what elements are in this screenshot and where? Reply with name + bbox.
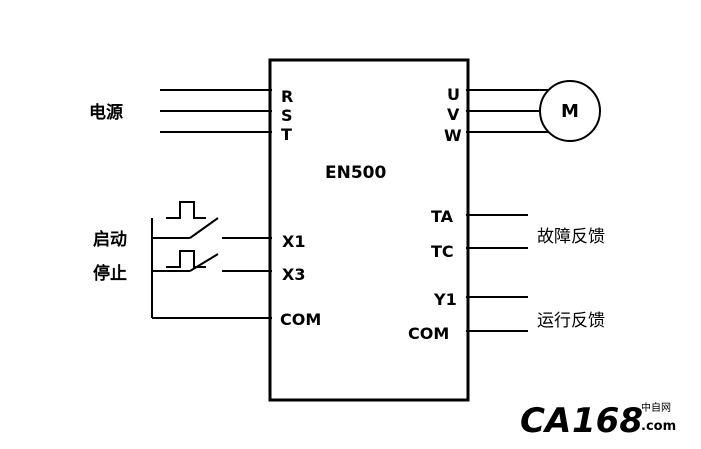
svg-text:中自网: 中自网: [641, 401, 671, 414]
terminal-x3-label: X3: [282, 265, 305, 284]
ca168-watermark-logo: CA 168 中自网 .com: [520, 401, 676, 441]
svg-text:168: 168: [572, 401, 643, 441]
svg-text:CA: CA: [520, 401, 571, 441]
terminal-t-label: T: [281, 125, 292, 144]
terminal-com-right-label: COM: [408, 324, 449, 343]
terminal-tc-label: TC: [431, 242, 454, 261]
terminal-ta-label: TA: [431, 207, 454, 226]
control-wiring: [151, 201, 272, 319]
motor-output-lines: [466, 89, 548, 133]
terminal-s-label: S: [281, 106, 293, 125]
relay-output-lines: [466, 214, 528, 332]
motor-symbol: [539, 80, 601, 142]
power-label: 电源: [89, 102, 123, 123]
terminal-com-left-label: COM: [280, 310, 321, 329]
terminal-r-label: R: [281, 87, 293, 106]
start-label: 启动: [93, 229, 127, 250]
inverter-box: [268, 58, 470, 402]
terminal-v-label: V: [447, 105, 460, 124]
device-model-label: EN500: [325, 163, 386, 183]
terminal-u-label: U: [447, 85, 460, 104]
terminal-x1-label: X1: [282, 232, 305, 251]
terminal-y1-label: Y1: [433, 290, 457, 309]
stop-label: 停止: [93, 263, 127, 284]
power-input-lines: [160, 89, 272, 133]
fault-feedback-label: 故障反馈: [537, 227, 605, 247]
svg-text:.com: .com: [641, 419, 676, 434]
motor-label: M: [561, 101, 579, 122]
terminal-w-label: W: [444, 126, 462, 145]
run-feedback-label: 运行反馈: [537, 311, 605, 331]
